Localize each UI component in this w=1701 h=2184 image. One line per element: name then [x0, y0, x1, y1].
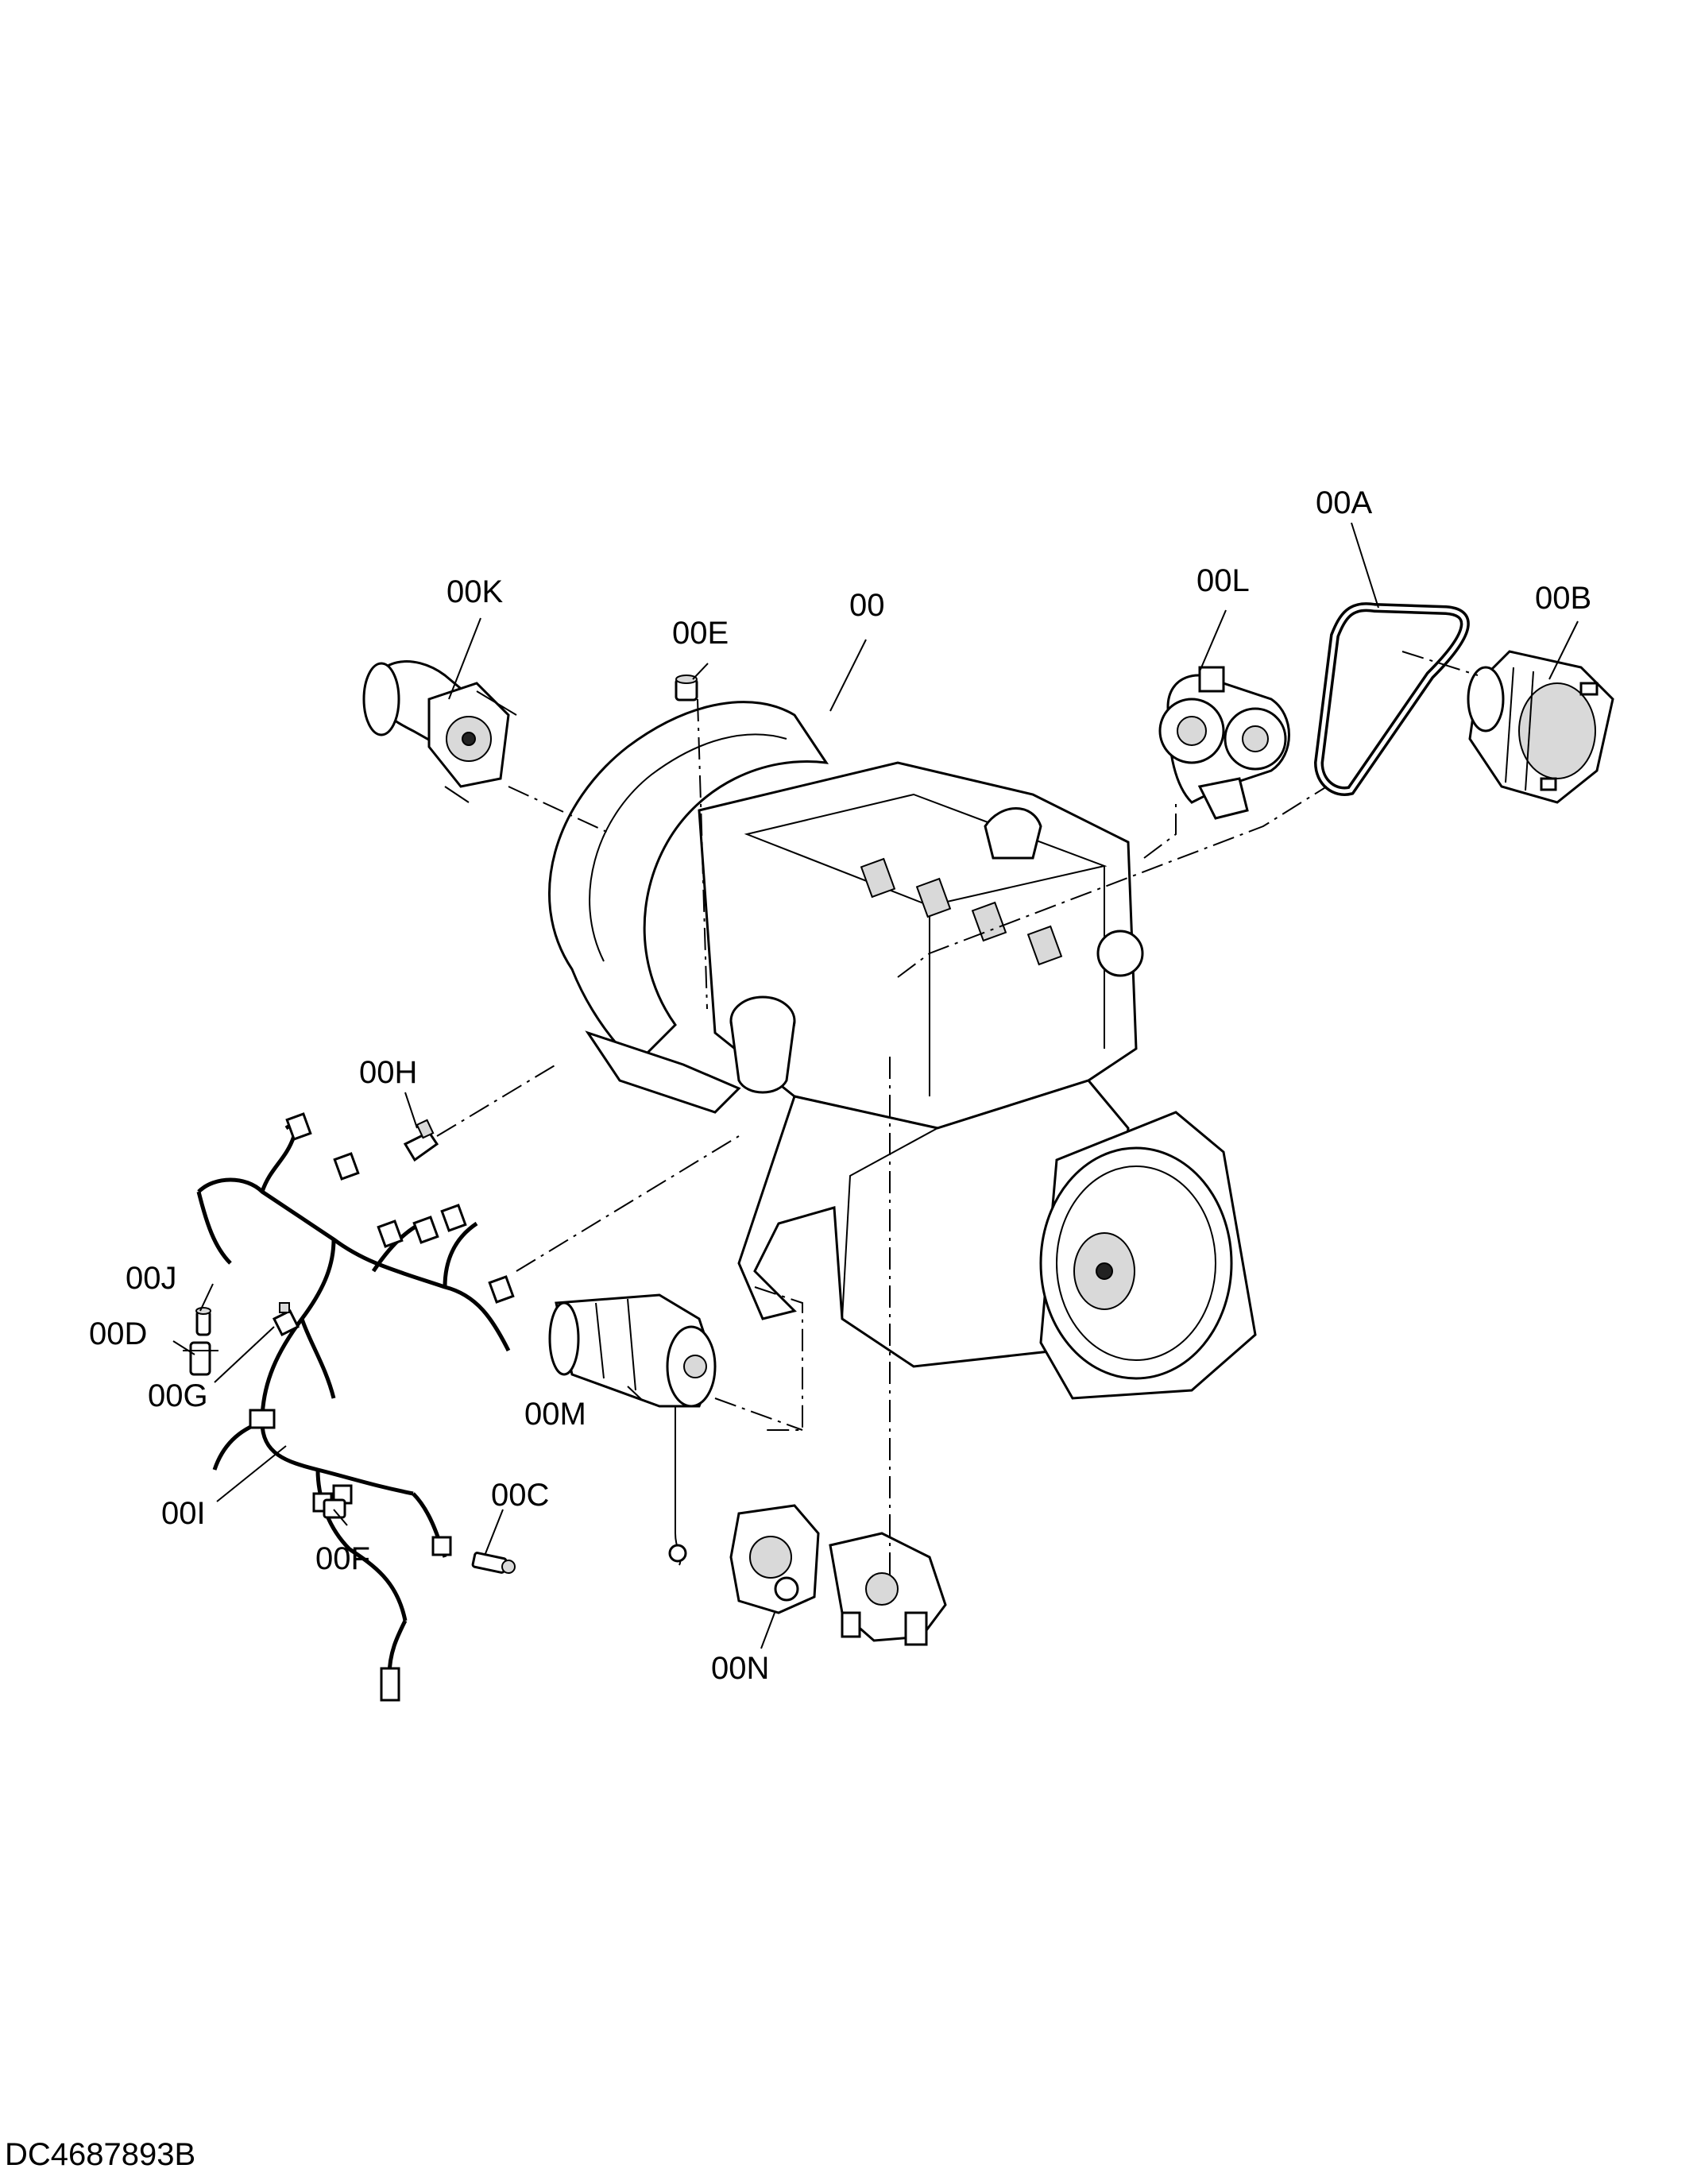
callout-00L: 00L [1196, 563, 1250, 598]
callout-labels: 00K 00E 00 00L 00A 00B 00H 00J 00D 00G 0… [89, 485, 1591, 1686]
flywheel [1039, 1111, 1257, 1400]
callout-00I: 00I [161, 1496, 206, 1531]
part-00M-illustration [548, 1293, 717, 1566]
callout-00E: 00E [672, 616, 729, 651]
leader-lines [172, 522, 1579, 1649]
part-00I-harness [196, 1117, 511, 1677]
part-00J-illustration [195, 1307, 211, 1336]
part-00D-illustration [183, 1341, 218, 1376]
callout-00M: 00M [524, 1397, 586, 1432]
part-00C-illustration [471, 1552, 516, 1574]
part-00H-illustration [403, 1119, 439, 1162]
part-00N-illustration [729, 1504, 947, 1646]
part-00E-illustration [675, 675, 698, 702]
callout-00J: 00J [126, 1261, 177, 1296]
document-id: DC4687893B [5, 2137, 196, 2172]
part-00A-belt [1313, 602, 1470, 796]
callout-00A: 00A [1316, 485, 1372, 520]
part-00F-illustration [323, 1498, 346, 1519]
callout-00K: 00K [447, 574, 503, 609]
callout-00H: 00H [359, 1055, 417, 1090]
oil-filter [729, 995, 796, 1094]
injector-row [860, 857, 1063, 966]
callout-00G: 00G [148, 1378, 208, 1413]
harness-connectors [249, 1112, 515, 1702]
part-00B-illustration [1467, 650, 1614, 804]
engine-assembly [548, 701, 1257, 1400]
callout-00F: 00F [315, 1541, 370, 1576]
part-00K-illustration [362, 660, 517, 803]
callout-00C: 00C [491, 1478, 549, 1513]
callout-00B: 00B [1535, 581, 1591, 616]
part-00G-illustration [272, 1302, 300, 1337]
assembly-guide-lines [436, 651, 1479, 1581]
callout-00D: 00D [89, 1316, 147, 1351]
callout-00N: 00N [711, 1651, 769, 1686]
callout-00: 00 [849, 588, 885, 623]
part-00L-illustration [1158, 666, 1290, 820]
